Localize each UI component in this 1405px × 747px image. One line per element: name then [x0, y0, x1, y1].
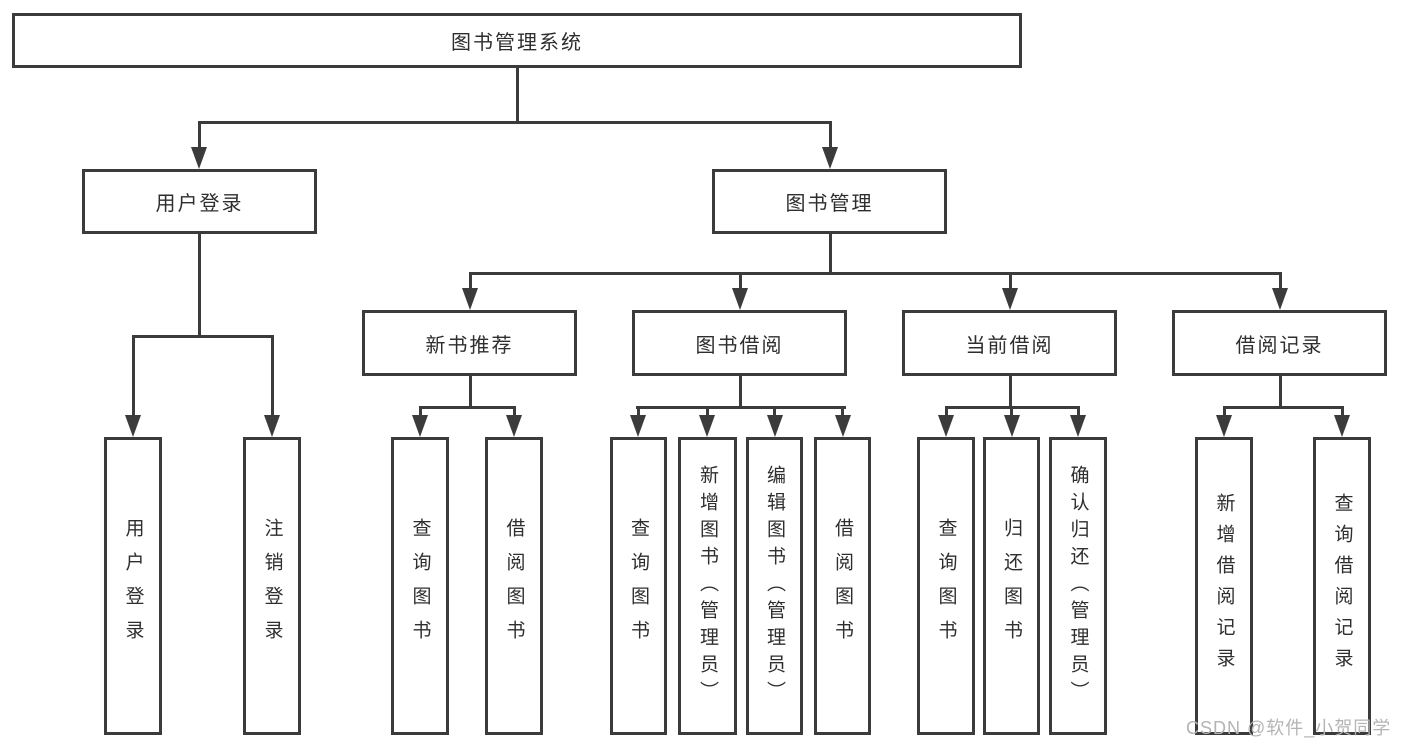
- arrow-down-icon: [412, 415, 428, 437]
- arrow-down-icon: [264, 415, 280, 437]
- leaf-current-confirm-return-admin: 确认归还（管理员）: [1049, 437, 1107, 735]
- connector-line: [1010, 408, 1013, 418]
- node-user-login: 用户登录: [82, 169, 317, 234]
- connector-line: [705, 408, 709, 418]
- connector-line: [1278, 376, 1282, 409]
- connector-line: [738, 274, 742, 290]
- leaf-recommend-borrow-books: 借阅图书: [485, 437, 543, 735]
- connector-line: [1222, 408, 1226, 418]
- arrow-down-icon: [506, 415, 522, 437]
- connector-line: [418, 406, 516, 409]
- connector-line: [512, 408, 516, 418]
- arrow-down-icon: [1070, 415, 1086, 437]
- arrow-down-icon: [699, 415, 715, 437]
- connector-line: [944, 406, 1080, 409]
- leaf-borrow-add-books-admin: 新增图书（管理员）: [678, 437, 737, 735]
- csdn-watermark: CSDN @软件_小贺同学: [1186, 718, 1392, 738]
- node-borrowing-records: 借阅记录: [1172, 310, 1387, 376]
- leaf-recommend-query-books: 查询图书: [391, 437, 449, 735]
- node-book-management: 图书管理: [712, 169, 947, 234]
- arrow-down-icon: [1002, 288, 1018, 310]
- connector-line: [636, 408, 640, 418]
- arrow-down-icon: [1216, 415, 1232, 437]
- connector-line: [197, 234, 201, 338]
- node-new-book-recommendation: 新书推荐: [362, 310, 577, 376]
- connector-line: [828, 234, 832, 275]
- connector-line: [828, 122, 832, 151]
- leaf-current-return-books: 归还图书: [983, 437, 1040, 735]
- connector-line: [1008, 274, 1012, 290]
- connector-line: [635, 406, 846, 409]
- connector-line: [468, 376, 472, 409]
- connector-line: [944, 408, 948, 418]
- arrow-down-icon: [1272, 288, 1288, 310]
- arrow-down-icon: [125, 415, 141, 437]
- connector-line: [1340, 408, 1344, 418]
- connector-line: [841, 408, 844, 418]
- connector-line: [468, 272, 1282, 275]
- leaf-records-add-record: 新增借阅记录: [1195, 437, 1253, 735]
- connector-line: [773, 408, 776, 418]
- leaf-current-query-books: 查询图书: [917, 437, 975, 735]
- connector-line: [197, 121, 832, 124]
- arrow-down-icon: [191, 147, 207, 169]
- root-node-library-system: 图书管理系统: [12, 13, 1022, 68]
- connector-line: [1008, 376, 1012, 409]
- connector-line: [418, 408, 422, 418]
- connector-line: [468, 274, 472, 290]
- leaf-logout: 注销登录: [243, 437, 301, 735]
- node-current-borrowing: 当前借阅: [902, 310, 1117, 376]
- arrow-down-icon: [630, 415, 646, 437]
- arrow-down-icon: [462, 288, 478, 310]
- connector-line: [270, 337, 274, 417]
- connector-line: [1076, 408, 1080, 418]
- connector-line: [738, 376, 742, 409]
- connector-line: [131, 337, 135, 417]
- leaf-borrow-query-books: 查询图书: [610, 437, 667, 735]
- leaf-records-query-record: 查询借阅记录: [1313, 437, 1371, 735]
- leaf-borrow-borrow-books: 借阅图书: [814, 437, 871, 735]
- connector-line: [515, 68, 519, 124]
- leaf-user-login: 用户登录: [104, 437, 162, 735]
- connector-line: [131, 335, 274, 338]
- arrow-down-icon: [732, 288, 748, 310]
- arrow-down-icon: [822, 147, 838, 169]
- arrow-down-icon: [1334, 415, 1350, 437]
- arrow-down-icon: [766, 415, 783, 437]
- connector-line: [1222, 406, 1344, 409]
- arrow-down-icon: [834, 415, 851, 437]
- arrow-down-icon: [1003, 415, 1020, 437]
- connector-line: [197, 122, 201, 151]
- connector-line: [1278, 274, 1282, 290]
- node-book-borrowing: 图书借阅: [632, 310, 847, 376]
- leaf-borrow-edit-books-admin: 编辑图书（管理员）: [746, 437, 803, 735]
- arrow-down-icon: [938, 415, 954, 437]
